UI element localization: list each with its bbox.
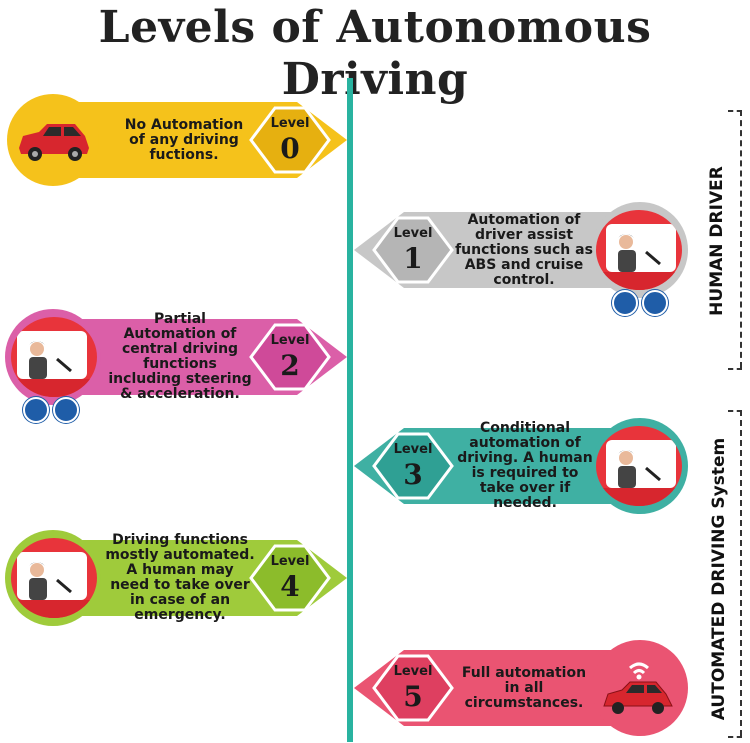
level-2-card: Partial Automation of central driving fu…: [5, 309, 347, 423]
level-4-label: Level: [270, 554, 310, 569]
automated-bracket: [740, 410, 742, 736]
steering-badge-icon: [23, 397, 49, 423]
speedometer-badge-icon: [53, 397, 79, 423]
level-4-card: Driving functions mostly automated. A hu…: [5, 530, 347, 626]
level-1-number: 1: [403, 242, 423, 275]
level-5-description: Full automation in all circumstances.: [461, 664, 587, 711]
automated-driving-label: AUTOMATED DRIVING System: [709, 437, 729, 721]
level-3-label: Level: [393, 442, 433, 457]
human-driver-label: HUMAN DRIVER: [707, 166, 727, 316]
automated-bracket-bottom: [728, 736, 742, 738]
level-5-card: Level 5 Full automation in all circumsta…: [354, 640, 694, 736]
driver-in-car-icon: [11, 317, 97, 397]
driver-in-car-icon: [11, 538, 97, 618]
connected-car-icon: [596, 648, 682, 728]
level-3-number: 3: [403, 458, 423, 491]
level-0-number: 0: [280, 132, 300, 165]
red-suv-icon: [11, 106, 95, 174]
level-2-label: Level: [270, 333, 310, 348]
level-0-label: Level: [270, 116, 310, 131]
human-bracket: [740, 110, 742, 368]
level-4-description: Driving functions mostly automated. A hu…: [105, 532, 255, 623]
timeline-spine: [347, 78, 353, 742]
level-4-number: 4: [280, 570, 300, 603]
level-1-label: Level: [393, 226, 433, 241]
human-bracket-bottom: [728, 368, 742, 370]
level-5-number: 5: [403, 680, 423, 713]
page-title: Levels of Autonomous Driving: [98, 2, 652, 105]
level-0-card: No Automation of any driving fuctions. L…: [7, 94, 347, 186]
level-5-label: Level: [393, 664, 433, 679]
driver-in-car-icon: [596, 426, 682, 506]
abs-badge-icon: [642, 290, 668, 316]
automated-bracket-top: [728, 410, 742, 412]
human-bracket-top: [728, 110, 742, 112]
level-0-description: No Automation of any driving fuctions.: [124, 116, 244, 163]
level-2-description: Partial Automation of central driving fu…: [108, 311, 252, 402]
driver-in-car-icon: [596, 210, 682, 290]
level-1-card: Level 1 Automation of driver assist func…: [354, 202, 694, 316]
level-3-description: Conditional automation of driving. A hum…: [457, 420, 593, 511]
speedometer-badge-icon: [612, 290, 638, 316]
level-2-number: 2: [280, 349, 300, 382]
level-1-description: Automation of driver assist functions su…: [455, 211, 593, 288]
level-3-card: Level 3 Conditional automation of drivin…: [354, 418, 694, 514]
